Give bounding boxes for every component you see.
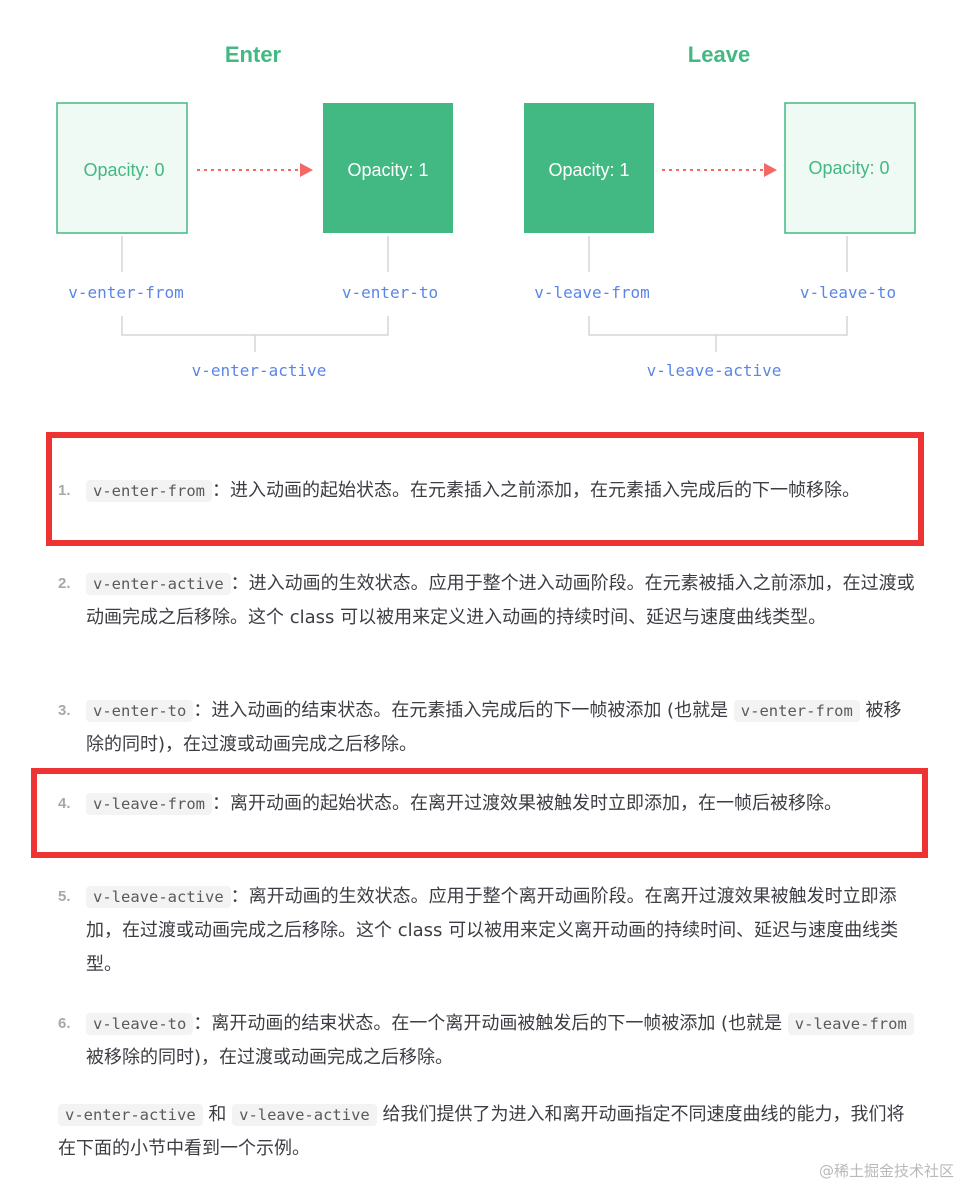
list-item-text: ：进入动画的起始状态。在元素插入之前添加，在元素插入完成后的下一帧移除。 <box>211 480 860 501</box>
list-number: 3. <box>58 702 71 719</box>
inline-code: v-enter-from <box>86 480 212 502</box>
enter-to-box <box>323 103 453 233</box>
paragraph-text: 和 <box>202 1104 233 1125</box>
leave-arrow-head <box>764 163 777 177</box>
list-item-5: 5. v-leave-active：离开动画的生效状态。应用于整个离开动画阶段。… <box>58 880 918 982</box>
list-item-1: 1. v-enter-from：进入动画的起始状态。在元素插入之前添加，在元素插… <box>58 474 918 508</box>
highlight-box-item-1 <box>46 432 924 546</box>
list-item-text: 被移除的同时)，在过渡或动画完成之后移除。 <box>86 700 902 755</box>
list-number: 4. <box>58 795 71 812</box>
inline-code: v-leave-from <box>86 793 212 815</box>
leave-active-label: v-leave-active <box>647 361 782 380</box>
list-item-text: ：离开动画的起始状态。在离开过渡效果被触发时立即添加，在一帧后被移除。 <box>211 793 842 814</box>
leave-active-bracket <box>588 316 848 352</box>
list-number: 2. <box>58 575 71 592</box>
inline-code: v-enter-from <box>733 700 860 722</box>
summary-paragraph: v-enter-active 和 v-leave-active 给我们提供了为进… <box>58 1098 918 1166</box>
list-item-2: 2. v-enter-active：进入动画的生效状态。应用于整个进入动画阶段。… <box>58 567 918 635</box>
list-item-4: 4. v-leave-from：离开动画的起始状态。在离开过渡效果被触发时立即添… <box>58 787 918 821</box>
leave-to-box-label: Opacity: 0 <box>808 158 889 178</box>
list-item-body: v-enter-to：进入动画的结束状态。在元素插入完成后的下一帧被添加 (也就… <box>86 694 918 762</box>
leave-to-box <box>784 102 916 234</box>
enter-arrow-head <box>300 163 313 177</box>
list-item-text: ：离开动画的生效状态。应用于整个离开动画阶段。在离开过渡效果被触发时立即添加，在… <box>86 886 899 975</box>
highlight-box-item-4 <box>31 768 928 858</box>
enter-from-box-label: Opacity: 0 <box>83 160 164 180</box>
enter-from-label: v-enter-from <box>68 283 184 302</box>
leave-to-label: v-leave-to <box>800 283 896 302</box>
list-item-6: 6. v-leave-to：离开动画的结束状态。在一个离开动画被触发后的下一帧被… <box>58 1007 918 1075</box>
inline-code: v-leave-active <box>232 1104 377 1126</box>
leave-from-box <box>524 103 654 233</box>
enter-from-box <box>56 102 188 234</box>
enter-to-label: v-enter-to <box>342 283 438 302</box>
watermark: @稀土掘金技术社区 <box>818 1162 954 1180</box>
list-number: 1. <box>58 482 71 499</box>
inline-code: v-enter-active <box>58 1104 203 1126</box>
enter-active-label: v-enter-active <box>192 361 327 380</box>
inline-code: v-enter-active <box>86 573 231 595</box>
paragraph-text: 给我们提供了为进入和离开动画指定不同速度曲线的能力，我们将在下面的小节中看到一个… <box>58 1104 905 1159</box>
list-number: 6. <box>58 1015 71 1032</box>
enter-active-bracket <box>121 316 389 352</box>
inline-code: v-enter-to <box>86 700 194 722</box>
list-item-body: v-leave-from：离开动画的起始状态。在离开过渡效果被触发时立即添加，在… <box>86 787 918 821</box>
list-item-text: ：离开动画的结束状态。在一个离开动画被触发后的下一帧被添加 (也就是 <box>193 1013 788 1034</box>
list-item-3: 3. v-enter-to：进入动画的结束状态。在元素插入完成后的下一帧被添加 … <box>58 694 918 762</box>
inline-code: v-leave-to <box>86 1013 194 1035</box>
transition-classes-diagram: Enter Leave Opacity: 0 Opacity: 1 Opacit… <box>56 42 916 380</box>
list-item-text: 被移除的同时)，在过渡或动画完成之后移除。 <box>86 1047 454 1068</box>
leave-title: Leave <box>688 42 750 67</box>
leave-from-box-label: Opacity: 1 <box>548 160 629 180</box>
list-number: 5. <box>58 888 71 905</box>
list-item-body: v-leave-active：离开动画的生效状态。应用于整个离开动画阶段。在离开… <box>86 880 918 982</box>
list-item-body: v-leave-to：离开动画的结束状态。在一个离开动画被触发后的下一帧被添加 … <box>86 1007 918 1075</box>
list-item-body: v-enter-active：进入动画的生效状态。应用于整个进入动画阶段。在元素… <box>86 567 918 635</box>
leave-from-label: v-leave-from <box>534 283 650 302</box>
inline-code: v-leave-active <box>86 886 231 908</box>
list-item-text: ：进入动画的结束状态。在元素插入完成后的下一帧被添加 (也就是 <box>193 700 734 721</box>
list-item-body: v-enter-from：进入动画的起始状态。在元素插入之前添加，在元素插入完成… <box>86 474 918 508</box>
inline-code: v-leave-from <box>787 1013 914 1035</box>
enter-to-box-label: Opacity: 1 <box>347 160 428 180</box>
list-item-text: ：进入动画的生效状态。应用于整个进入动画阶段。在元素被插入之前添加，在过渡或动画… <box>86 573 915 628</box>
enter-title: Enter <box>225 42 282 67</box>
